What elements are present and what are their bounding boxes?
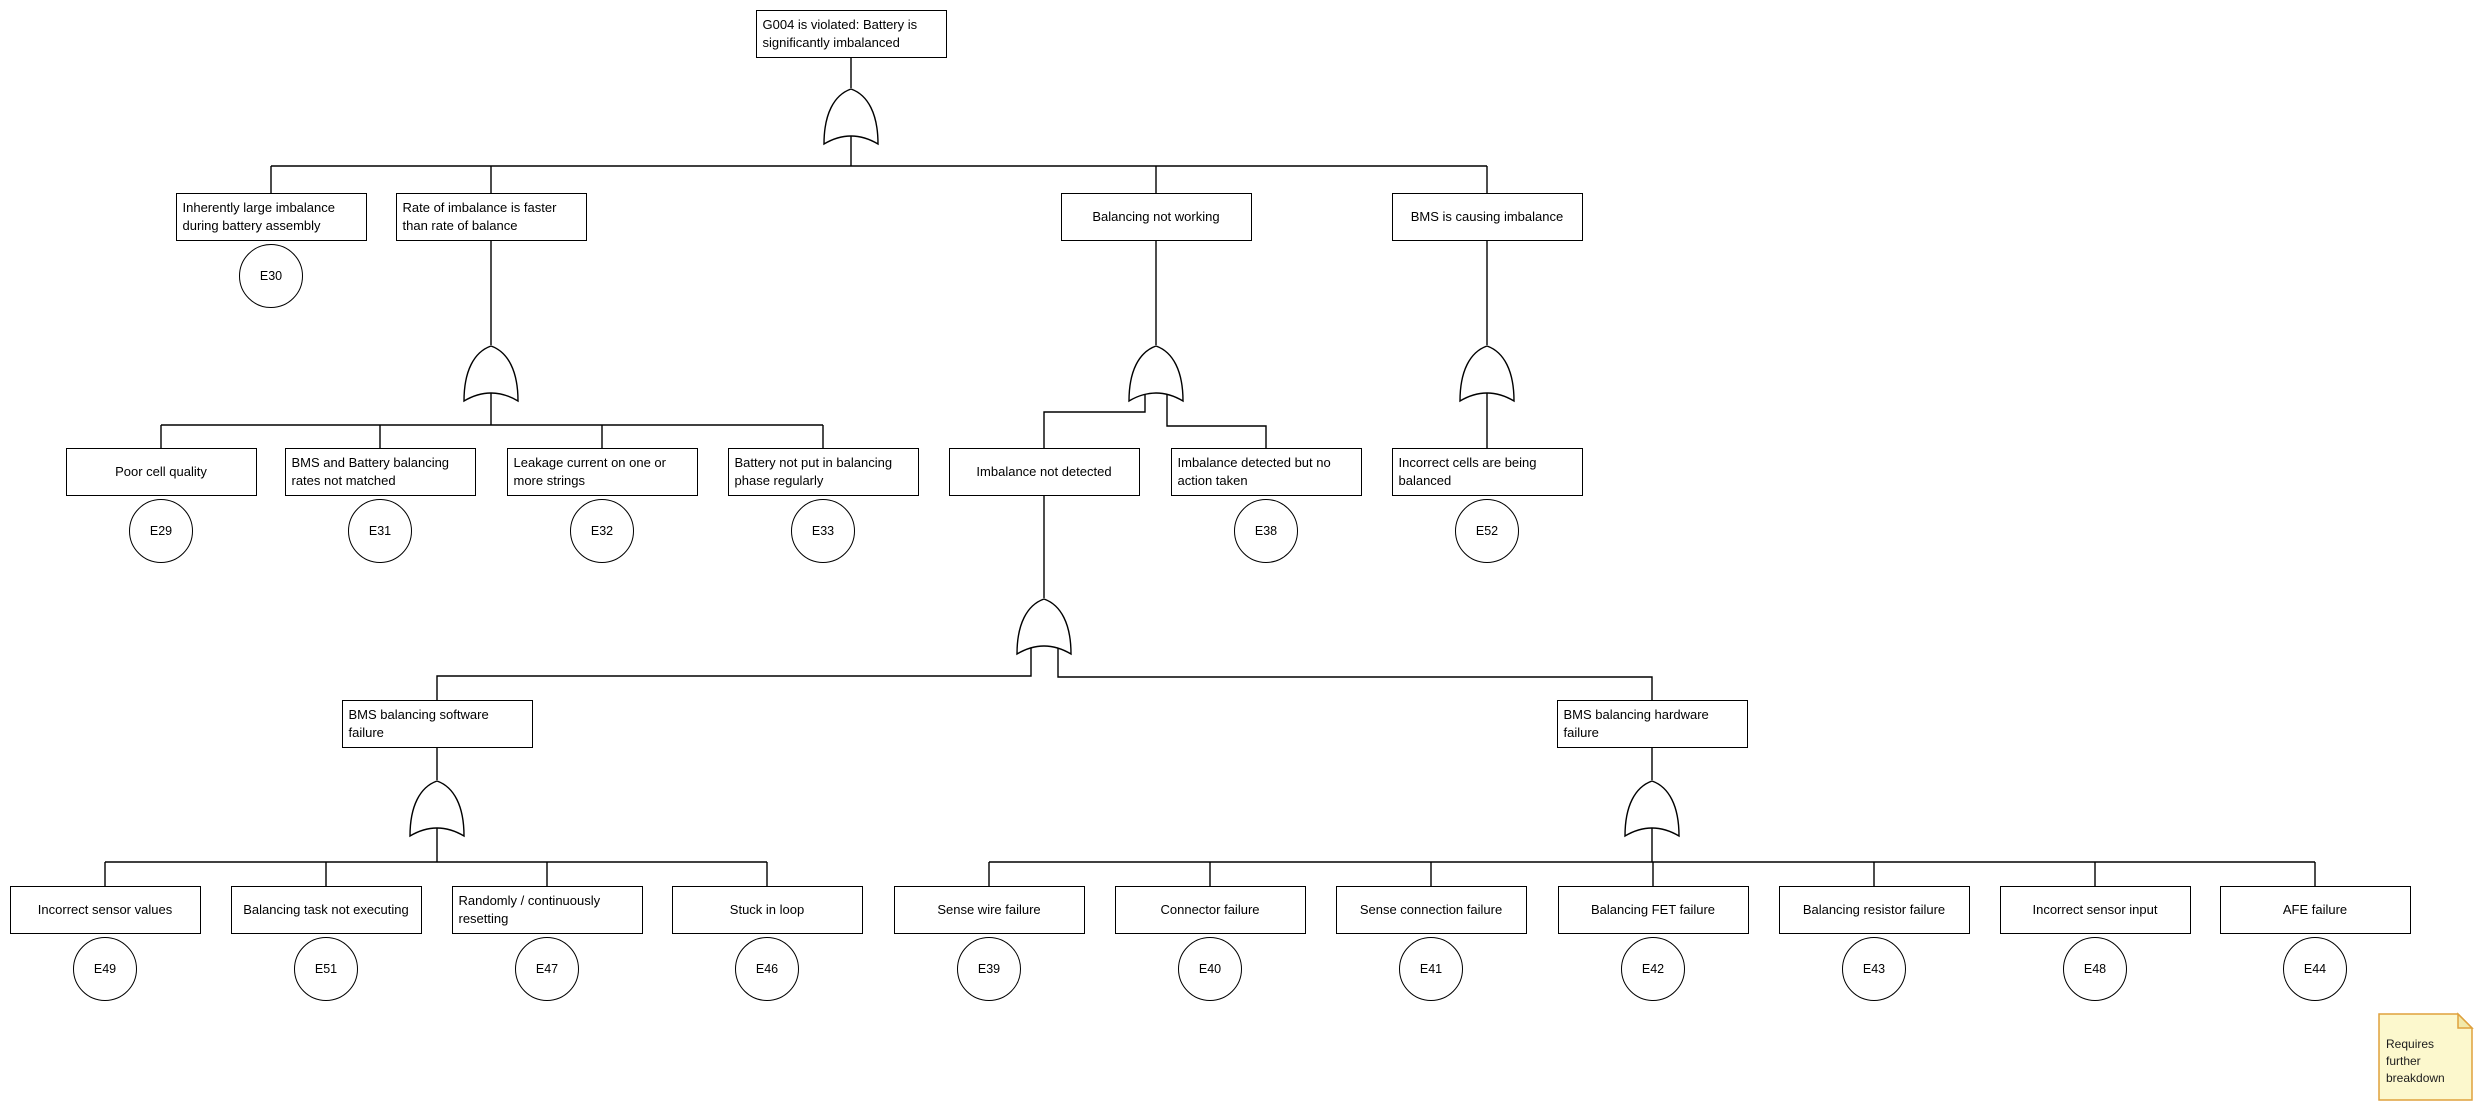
fault-node-label: Incorrect sensor input xyxy=(2032,901,2158,917)
event-circle-E32[interactable]: E32 xyxy=(570,499,634,563)
fault-node-label: BMS and Battery balancing rates not matc… xyxy=(291,454,450,488)
fault-node-label: Incorrect cells are being balanced xyxy=(1398,454,1537,488)
event-circle-E40[interactable]: E40 xyxy=(1178,937,1242,1001)
fault-node-n22[interactable]: BMS and Battery balancing rates not matc… xyxy=(284,448,476,496)
fault-node-label: Balancing not working xyxy=(1092,208,1220,224)
fault-node-label: Sense connection failure xyxy=(1359,901,1503,917)
fault-node-label: Poor cell quality xyxy=(115,463,207,479)
event-circle-E30[interactable]: E30 xyxy=(239,244,303,308)
fault-node-hw7[interactable]: AFE failure xyxy=(2219,886,2411,934)
sticky-note[interactable] xyxy=(2378,1013,2473,1101)
event-circle-E51[interactable]: E51 xyxy=(294,937,358,1001)
fault-node-hw5[interactable]: Balancing resistor failure xyxy=(1778,886,1970,934)
event-circle-E49[interactable]: E49 xyxy=(73,937,137,1001)
fault-node-hw2[interactable]: Connector failure xyxy=(1114,886,1306,934)
fault-node-sw[interactable]: BMS balancing software failure xyxy=(341,700,533,748)
or-gate-icon[interactable] xyxy=(823,88,879,146)
fault-node-hw[interactable]: BMS balancing hardware failure xyxy=(1556,700,1748,748)
connector-line xyxy=(1043,391,1146,448)
connector-line xyxy=(436,644,1032,700)
fault-node-label: Battery not put in balancing phase regul… xyxy=(734,454,893,488)
event-circle-E46[interactable]: E46 xyxy=(735,937,799,1001)
event-circle-E38[interactable]: E38 xyxy=(1234,499,1298,563)
fault-node-label: Inherently large imbalance during batter… xyxy=(182,199,335,233)
event-circle-E31[interactable]: E31 xyxy=(348,499,412,563)
event-circle-E48[interactable]: E48 xyxy=(2063,937,2127,1001)
event-circle-E33[interactable]: E33 xyxy=(791,499,855,563)
fault-node-n2[interactable]: Rate of imbalance is faster than rate of… xyxy=(395,193,587,241)
fault-node-hw6[interactable]: Incorrect sensor input xyxy=(1999,886,2191,934)
or-gate-icon[interactable] xyxy=(409,780,465,838)
fault-node-n31[interactable]: Imbalance not detected xyxy=(948,448,1140,496)
fault-node-label: Connector failure xyxy=(1160,901,1260,917)
fault-node-label: BMS is causing imbalance xyxy=(1410,208,1564,224)
fault-node-label: AFE failure xyxy=(2282,901,2348,917)
fault-node-label: BMS balancing hardware failure xyxy=(1563,706,1709,740)
fault-node-n21[interactable]: Poor cell quality xyxy=(65,448,257,496)
fault-node-n23[interactable]: Leakage current on one or more strings xyxy=(506,448,698,496)
fault-node-sw2[interactable]: Balancing task not executing xyxy=(230,886,422,934)
fault-node-label: Leakage current on one or more strings xyxy=(513,454,667,488)
fault-node-label: G004 is violated: Battery is significant… xyxy=(762,16,918,50)
fault-node-label: Imbalance not detected xyxy=(976,463,1112,479)
fault-node-label: BMS balancing software failure xyxy=(348,706,489,740)
event-circle-E29[interactable]: E29 xyxy=(129,499,193,563)
event-circle-E44[interactable]: E44 xyxy=(2283,937,2347,1001)
sticky-note-fold-icon xyxy=(2457,1012,2474,1029)
fault-node-label: Balancing FET failure xyxy=(1590,901,1716,917)
fault-node-sw4[interactable]: Stuck in loop xyxy=(671,886,863,934)
fault-node-label: Imbalance detected but no action taken xyxy=(1177,454,1331,488)
fault-node-label: Balancing task not executing xyxy=(243,901,409,917)
event-circle-E41[interactable]: E41 xyxy=(1399,937,1463,1001)
event-circle-E43[interactable]: E43 xyxy=(1842,937,1906,1001)
connector-line xyxy=(1057,644,1653,700)
fault-node-label: Incorrect sensor values xyxy=(37,901,173,917)
fault-node-n41[interactable]: Incorrect cells are being balanced xyxy=(1391,448,1583,496)
or-gate-icon[interactable] xyxy=(1128,345,1184,403)
event-circle-E39[interactable]: E39 xyxy=(957,937,1021,1001)
fault-node-n3[interactable]: Balancing not working xyxy=(1060,193,1252,241)
or-gate-icon[interactable] xyxy=(1016,598,1072,656)
fault-node-label: Stuck in loop xyxy=(729,901,805,917)
event-circle-E42[interactable]: E42 xyxy=(1621,937,1685,1001)
fault-node-sw3[interactable]: Randomly / continuously resetting xyxy=(451,886,643,934)
fault-node-g004[interactable]: G004 is violated: Battery is significant… xyxy=(755,10,947,58)
fault-node-label: Balancing resistor failure xyxy=(1802,901,1946,917)
fault-node-sw1[interactable]: Incorrect sensor values xyxy=(9,886,201,934)
fault-node-label: Randomly / continuously resetting xyxy=(458,892,601,926)
or-gate-icon[interactable] xyxy=(463,345,519,403)
or-gate-icon[interactable] xyxy=(1459,345,1515,403)
fault-node-n1[interactable]: Inherently large imbalance during batter… xyxy=(175,193,367,241)
event-circle-E47[interactable]: E47 xyxy=(515,937,579,1001)
fault-node-n4[interactable]: BMS is causing imbalance xyxy=(1391,193,1583,241)
fault-node-hw1[interactable]: Sense wire failure xyxy=(893,886,1085,934)
fault-node-label: Rate of imbalance is faster than rate of… xyxy=(402,199,557,233)
sticky-note-text: Requires further breakdown xyxy=(2386,1037,2445,1085)
fault-node-hw3[interactable]: Sense connection failure xyxy=(1335,886,1527,934)
or-gate-icon[interactable] xyxy=(1624,780,1680,838)
connector-line xyxy=(1166,391,1267,448)
event-circle-E52[interactable]: E52 xyxy=(1455,499,1519,563)
fault-node-n32[interactable]: Imbalance detected but no action taken xyxy=(1170,448,1362,496)
fault-node-n24[interactable]: Battery not put in balancing phase regul… xyxy=(727,448,919,496)
fault-node-label: Sense wire failure xyxy=(937,901,1041,917)
fault-node-hw4[interactable]: Balancing FET failure xyxy=(1557,886,1749,934)
